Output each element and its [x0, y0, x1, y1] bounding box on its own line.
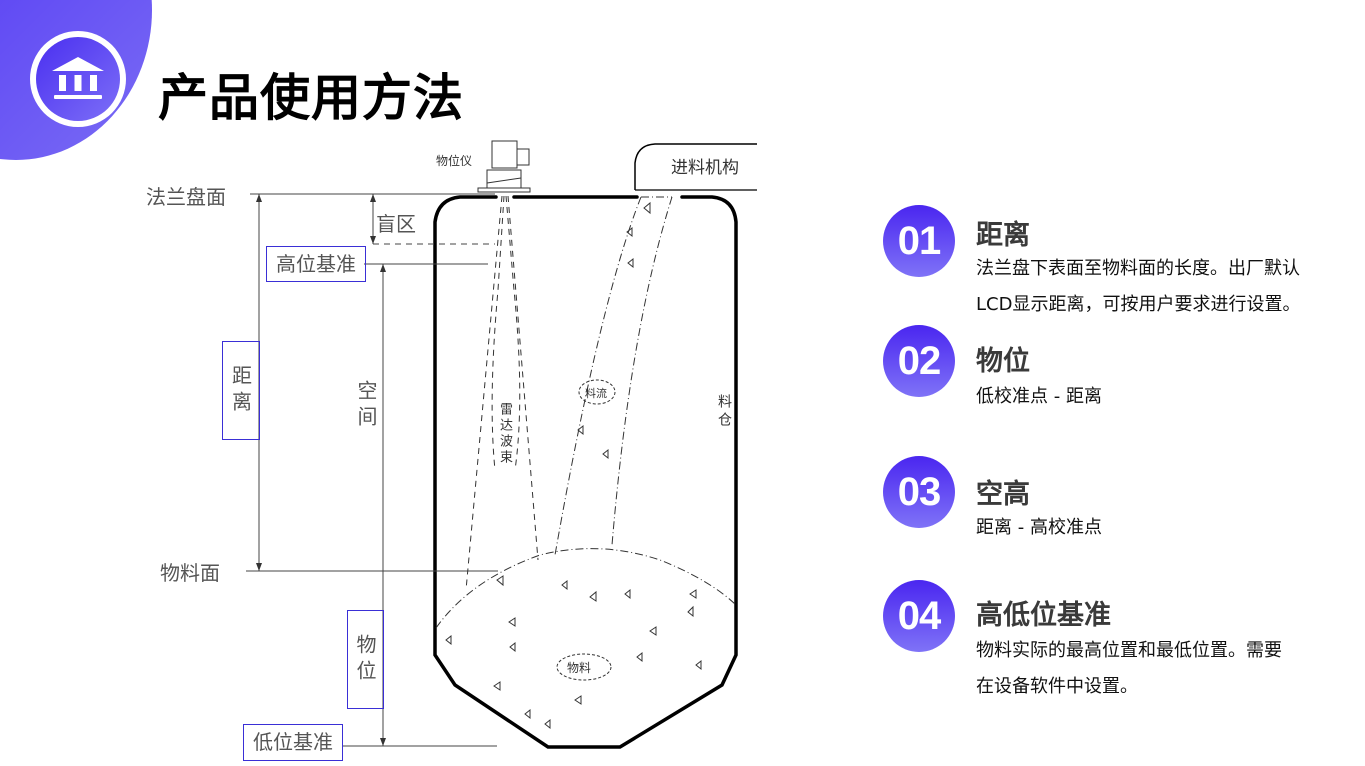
item-title: 物位 — [976, 346, 1030, 377]
level-label: 物位 — [347, 610, 384, 709]
low-reference-label: 低位基准 — [243, 724, 343, 761]
material-surface-label: 物料面 — [160, 561, 220, 585]
level-instrument-icon — [477, 140, 531, 193]
flange-surface-label: 法兰盘面 — [146, 185, 226, 209]
page-title: 产品使用方法 — [158, 69, 464, 127]
feed-mechanism-label: 进料机构 — [671, 158, 739, 178]
space-label: 空间 — [354, 380, 378, 432]
item-title: 距离 — [976, 220, 1030, 251]
distance-label: 距离 — [222, 341, 260, 440]
material-flow-label: 料流 — [585, 387, 607, 400]
number-badge: 02 — [883, 325, 955, 397]
material-label: 物料 — [567, 661, 592, 675]
silo-diagram — [246, 140, 757, 749]
high-reference-label: 高位基准 — [266, 246, 366, 282]
item-desc-line: 法兰盘下表面至物料面的长度。出厂默认 — [976, 258, 1300, 279]
bank-building-icon — [36, 37, 120, 121]
item-desc-line: 低校准点 - 距离 — [976, 386, 1102, 407]
item-title: 高低位基准 — [976, 600, 1111, 631]
item-desc-line: 距离 - 高校准点 — [976, 517, 1102, 538]
instrument-label: 物位仪 — [436, 154, 473, 168]
item-desc-line: 物料实际的最高位置和最低位置。需要 — [976, 640, 1282, 661]
number-badge: 01 — [883, 205, 955, 277]
item-desc-line: 在设备软件中设置。 — [976, 676, 1138, 697]
radar-beam-label: 雷达波束 — [497, 402, 512, 466]
item-desc-line: LCD显示距离，可按用户要求进行设置。 — [976, 294, 1301, 315]
silo-label: 料仓 — [716, 394, 732, 430]
number-badge: 04 — [883, 580, 955, 652]
item-title: 空高 — [976, 479, 1030, 510]
blind-zone-label: 盲区 — [376, 212, 416, 236]
number-badge: 03 — [883, 456, 955, 528]
